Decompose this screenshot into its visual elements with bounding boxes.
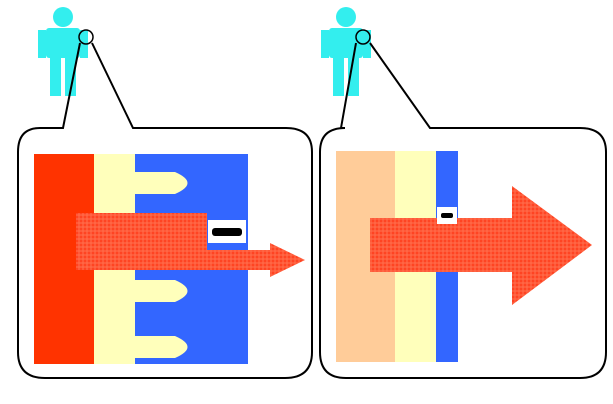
magnifier-circle-icon: [78, 29, 94, 45]
callout-bubble: [319, 42, 607, 379]
person-icon: [321, 7, 371, 96]
projection-top: [135, 172, 188, 194]
projection-bottom: [135, 336, 188, 358]
left-panel: [17, 7, 313, 379]
minus-bar-icon: [208, 220, 246, 243]
flow-arrow-small: [76, 213, 305, 277]
minus-bar-icon: [437, 207, 457, 224]
person-icon: [38, 7, 88, 96]
flow-arrow-large: [370, 186, 592, 305]
projection-middle: [135, 280, 188, 302]
right-panel: [319, 7, 607, 379]
callout-bubble: [17, 42, 313, 379]
magnifier-circle-icon: [355, 29, 371, 45]
